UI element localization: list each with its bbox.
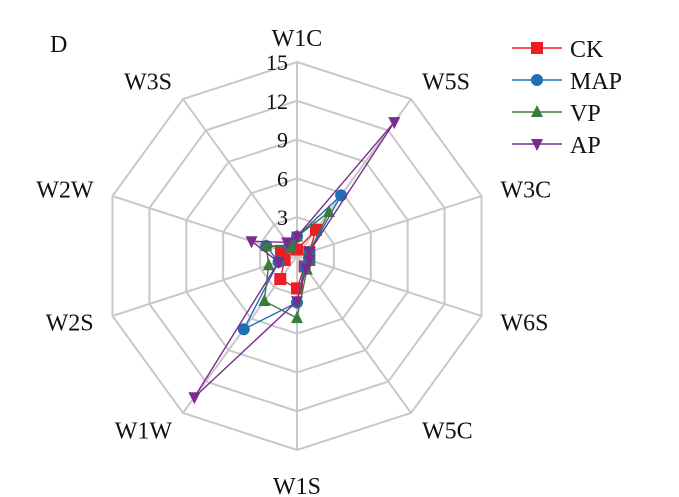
- data-point-AP-W2S: [272, 256, 285, 269]
- data-point-AP-W6S: [303, 254, 316, 267]
- data-point-VP-W2W: [260, 239, 273, 252]
- data-point-AP-W3C: [303, 247, 316, 260]
- axis-label-W1C: W1C: [272, 26, 323, 52]
- legend-label-CK: CK: [570, 37, 604, 63]
- axis-label-W1W: W1W: [115, 419, 173, 445]
- legend: CK MAP VP AP: [512, 37, 622, 159]
- data-point-AP-W1C: [291, 231, 303, 244]
- legend-item-VP: VP: [512, 101, 601, 127]
- data-point-VP-W2S: [262, 258, 275, 271]
- data-point-AP-W1S: [291, 296, 303, 309]
- legend-item-AP: AP: [512, 133, 601, 159]
- data-point-AP-W1W: [188, 392, 201, 405]
- axis-label-W3C: W3C: [500, 177, 551, 203]
- axis-label-W2W: W2W: [36, 177, 94, 203]
- axis-spoke-W6S: [296, 255, 482, 317]
- axis-spoke-W3S: [182, 98, 298, 257]
- legend-item-CK: CK: [512, 37, 604, 63]
- data-point-VP-W3S: [284, 240, 297, 253]
- r-tick-label: 9: [277, 128, 288, 153]
- legend-item-MAP: MAP: [512, 69, 622, 95]
- data-point-VP-W5S: [322, 205, 335, 218]
- data-point-AP-W3S: [281, 237, 294, 250]
- r-tick-label: 6: [277, 166, 288, 191]
- axis-label-W2S: W2S: [46, 311, 94, 337]
- legend-marker-CK: [531, 42, 543, 54]
- r-tick-label: 15: [266, 50, 288, 75]
- data-point-VP-W1S: [291, 311, 303, 324]
- data-point-AP-W5S: [388, 117, 401, 130]
- data-point-CK-W2W: [275, 244, 288, 257]
- r-tick-label: 12: [266, 89, 288, 114]
- axis-label-W6S: W6S: [500, 311, 548, 337]
- panel-label: D: [50, 32, 67, 58]
- data-point-MAP-W5S: [335, 189, 348, 202]
- axis-label-W5S: W5S: [422, 69, 470, 95]
- data-point-CK-W1W: [274, 273, 287, 286]
- legend-label-VP: VP: [570, 101, 601, 127]
- axis-spoke-W5C: [296, 255, 412, 414]
- data-point-VP-W1W: [258, 293, 271, 306]
- axis-label-W5C: W5C: [422, 419, 473, 445]
- axis-label-W1S: W1S: [273, 474, 321, 497]
- legend-label-AP: AP: [570, 133, 601, 159]
- legend-marker-MAP: [531, 74, 543, 86]
- data-point-MAP-W1W: [237, 323, 250, 336]
- axis-label-W3S: W3S: [124, 69, 172, 95]
- data-point-AP-W5C: [300, 263, 313, 276]
- axis-spoke-W3C: [296, 195, 482, 257]
- data-point-AP-W2W: [245, 236, 258, 249]
- series-AP: [188, 117, 401, 405]
- legend-marker-AP: [531, 139, 543, 151]
- r-tick-label: 3: [277, 205, 288, 230]
- legend-marker-VP: [531, 105, 543, 117]
- legend-label-MAP: MAP: [570, 69, 622, 95]
